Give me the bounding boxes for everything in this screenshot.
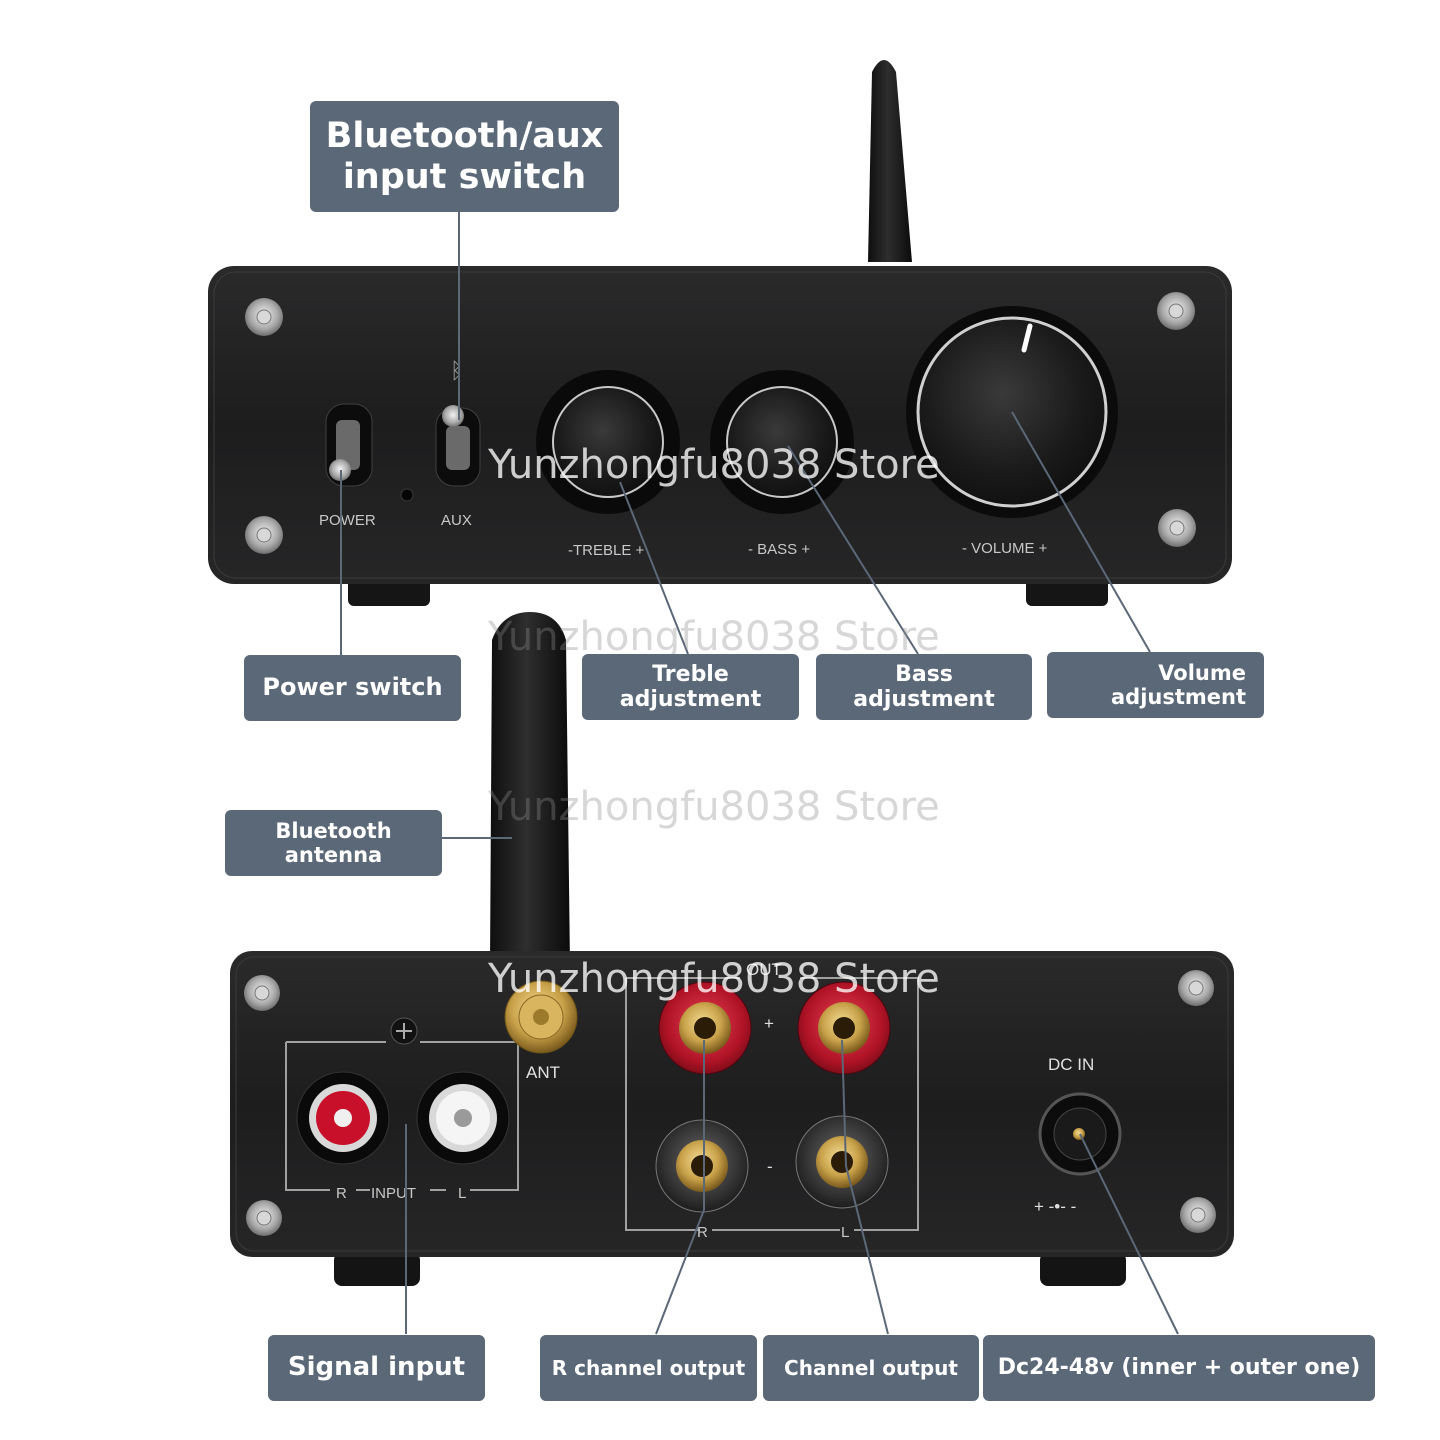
power-led <box>400 488 414 502</box>
callout-text: input switch <box>342 156 587 197</box>
callout-bt-antenna: Bluetooth antenna <box>225 810 442 876</box>
callout-text: Power switch <box>262 673 443 702</box>
out-label: OUT <box>746 960 782 979</box>
callout-text: Bluetooth/aux <box>325 116 604 157</box>
callout-text: antenna <box>284 843 383 867</box>
callout-text: adjustment <box>619 687 762 712</box>
volume-label: - VOLUME + <box>962 540 1048 557</box>
watermark: Yunzhongfu8038 Store <box>488 784 940 830</box>
callout-text: Channel output <box>784 1355 958 1380</box>
power-label: POWER <box>319 512 376 529</box>
watermark: Yunzhongfu8038 Store <box>488 442 940 488</box>
input-label: INPUT <box>371 1185 416 1202</box>
callout-text: Bass <box>895 661 953 687</box>
watermark: Yunzhongfu8038 Store <box>488 956 940 1002</box>
aux-label: AUX <box>441 512 472 529</box>
callout-bass: Bass adjustment <box>816 654 1032 720</box>
callout-text: adjustment <box>853 687 995 712</box>
treble-knob <box>552 386 664 498</box>
callout-text: Bluetooth <box>275 818 392 843</box>
front-antenna <box>868 60 912 262</box>
front-foot-left <box>348 578 430 606</box>
callout-volume: Volume adjustment <box>1047 652 1264 718</box>
callout-power-switch: Power switch <box>244 655 461 721</box>
callout-signal-input: Signal input <box>268 1335 485 1401</box>
bass-label: - BASS + <box>748 541 810 558</box>
callout-text: Volume <box>1158 660 1246 685</box>
ant-label: ANT <box>526 1063 560 1082</box>
back-screws <box>244 970 1216 1236</box>
front-screws <box>245 292 1196 554</box>
pointer-lines <box>340 212 1179 1335</box>
back-foot-right <box>1040 1252 1126 1286</box>
bluetooth-symbol-icon: ᛒ <box>450 359 463 384</box>
watermark: Yunzhongfu8038 Store <box>488 614 940 660</box>
input-r-label: R <box>336 1185 347 1202</box>
callout-text: Signal input <box>287 1352 466 1383</box>
dc-polarity-label: + -•- - <box>1034 1197 1076 1216</box>
callout-channel-output: Channel output <box>763 1335 979 1401</box>
back-antenna <box>490 612 570 965</box>
input-l-label: L <box>458 1185 466 1202</box>
callout-text: R channel output <box>551 1355 746 1380</box>
out-l-label: L <box>841 1224 849 1241</box>
dc-in-label: DC IN <box>1048 1055 1094 1074</box>
callout-bt-aux-switch: Bluetooth/aux input switch <box>310 101 619 212</box>
callout-text: Treble <box>652 661 729 687</box>
callout-text: Dc24-48v (inner + outer one) <box>997 1355 1361 1381</box>
callout-text: adjustment <box>1110 685 1246 709</box>
back-panel <box>230 951 1234 1257</box>
out-r-label: R <box>697 1224 708 1241</box>
back-foot-left <box>334 1252 420 1286</box>
out-minus-label: - <box>767 1157 773 1176</box>
bass-knob <box>726 386 838 498</box>
out-plus-label: + <box>764 1014 774 1033</box>
callout-r-channel-output: R channel output <box>540 1335 757 1401</box>
treble-label: -TREBLE + <box>568 542 645 559</box>
front-foot-right <box>1026 578 1108 606</box>
callout-dc-in: Dc24-48v (inner + outer one) <box>983 1335 1375 1401</box>
callout-treble: Treble adjustment <box>582 654 799 720</box>
